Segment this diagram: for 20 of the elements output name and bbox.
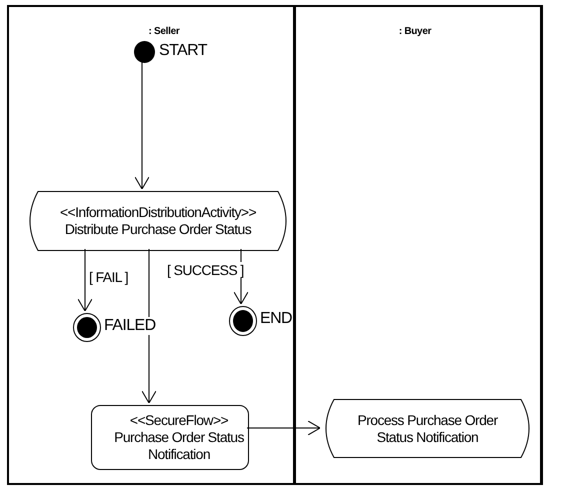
activity-name: Distribute Purchase Order Status <box>64 221 252 238</box>
guard-label: [ FAIL ] <box>88 269 130 285</box>
swimlane-title: : Seller <box>148 26 180 37</box>
initial-state-dot <box>134 41 155 63</box>
activity-name: Process Purchase Order Status Notification <box>356 412 499 446</box>
transition-arrow <box>246 420 320 436</box>
final-state-circle <box>73 313 101 342</box>
swimlane-title: : Buyer <box>398 26 432 37</box>
final-state-circle <box>229 306 257 336</box>
swimlane <box>7 5 296 485</box>
guard-label: [ SUCCESS ] <box>166 262 245 278</box>
state-label: FAILED <box>104 317 156 335</box>
activity-name: Purchase Order Status Notification <box>113 429 245 463</box>
transition-arrow <box>142 248 156 404</box>
stereotype-label: <<InformationDistributionActivity>> <box>60 204 256 221</box>
stereotype-label: <<SecureFlow>> <box>130 412 228 429</box>
transition-arrow <box>78 248 92 312</box>
transition-arrow <box>134 60 150 190</box>
action-box <box>91 405 249 470</box>
swimlane <box>294 5 543 485</box>
